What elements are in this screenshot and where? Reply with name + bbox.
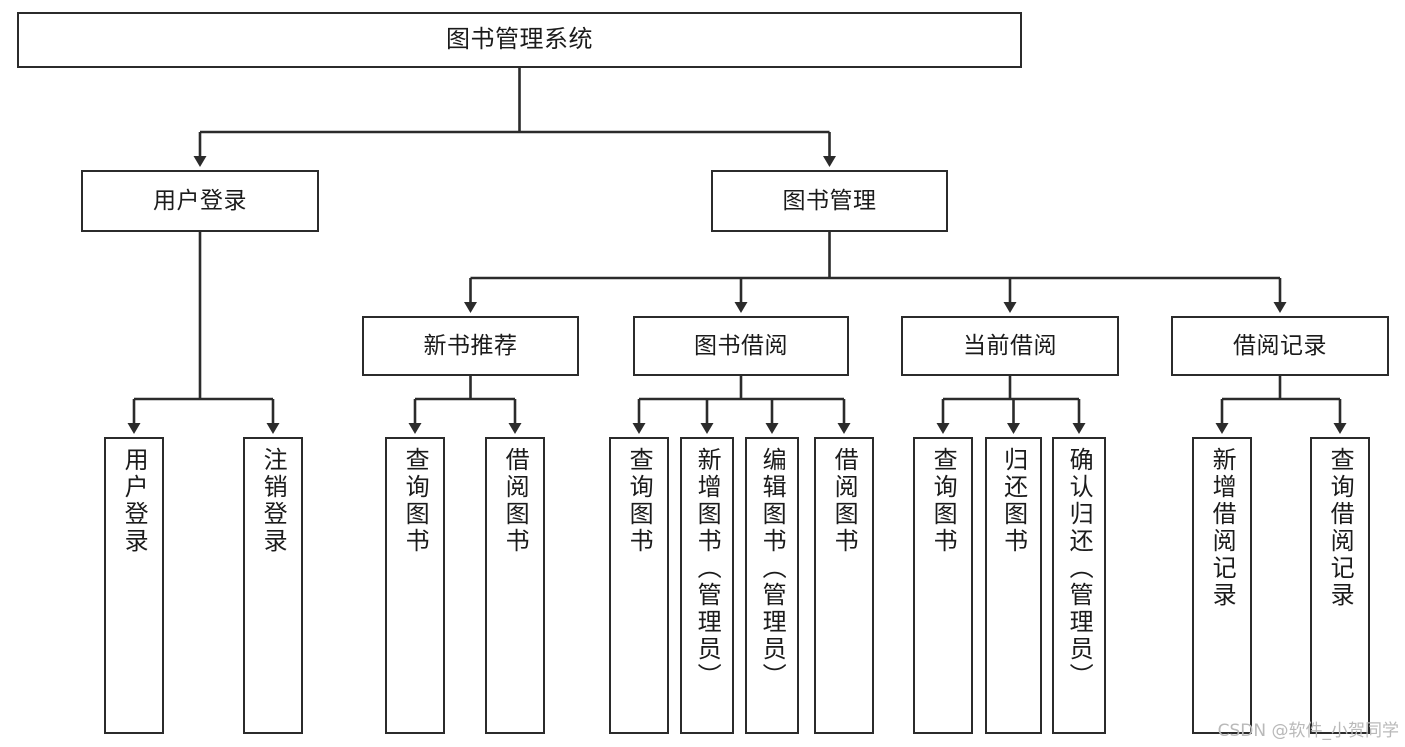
leaf-add-book-admin[interactable]: 新增图书（管理员） xyxy=(680,437,734,734)
node-book-management[interactable]: 图书管理 xyxy=(711,170,948,232)
leaf-query-book-recommend[interactable]: 查询图书 xyxy=(385,437,445,734)
leaf-confirm-return-admin[interactable]: 确认归还（管理员） xyxy=(1052,437,1106,734)
node-label: 确认归还（管理员） xyxy=(1065,447,1094,690)
leaf-query-borrow-record[interactable]: 查询借阅记录 xyxy=(1310,437,1370,734)
node-borrow-record[interactable]: 借阅记录 xyxy=(1171,316,1389,376)
leaf-add-borrow-record[interactable]: 新增借阅记录 xyxy=(1192,437,1252,734)
leaf-edit-book-admin[interactable]: 编辑图书（管理员） xyxy=(745,437,799,734)
leaf-logout[interactable]: 注销登录 xyxy=(243,437,303,734)
node-label: 查询图书 xyxy=(625,447,654,555)
node-label: 查询图书 xyxy=(401,447,430,555)
node-label: 查询图书 xyxy=(929,447,958,555)
leaf-borrow-book[interactable]: 借阅图书 xyxy=(814,437,874,734)
node-label: 借阅记录 xyxy=(1233,332,1327,359)
node-label: 新书推荐 xyxy=(423,332,518,359)
leaf-query-book-borrow[interactable]: 查询图书 xyxy=(609,437,669,734)
watermark-text: CSDN @软件_小贺同学 xyxy=(1217,721,1399,741)
node-label: 新增借阅记录 xyxy=(1208,447,1237,609)
node-label: 归还图书 xyxy=(999,447,1028,555)
node-new-book-recommend[interactable]: 新书推荐 xyxy=(362,316,579,376)
node-label: 图书借阅 xyxy=(694,332,788,359)
node-label: 用户登录 xyxy=(120,447,149,555)
node-label: 图书管理 xyxy=(782,187,877,214)
node-label: 查询借阅记录 xyxy=(1326,447,1355,609)
node-label: 当前借阅 xyxy=(963,332,1057,359)
leaf-query-book-current[interactable]: 查询图书 xyxy=(913,437,973,734)
leaf-return-book[interactable]: 归还图书 xyxy=(985,437,1042,734)
node-label: 用户登录 xyxy=(153,187,247,214)
node-label: 图书管理系统 xyxy=(446,25,593,54)
node-label: 新增图书（管理员） xyxy=(693,447,722,690)
node-label: 编辑图书（管理员） xyxy=(758,447,787,690)
node-label: 借阅图书 xyxy=(830,447,859,555)
node-label: 借阅图书 xyxy=(501,447,530,555)
node-current-borrow[interactable]: 当前借阅 xyxy=(901,316,1119,376)
node-book-borrow[interactable]: 图书借阅 xyxy=(633,316,849,376)
node-user-login[interactable]: 用户登录 xyxy=(81,170,319,232)
leaf-borrow-book-recommend[interactable]: 借阅图书 xyxy=(485,437,545,734)
leaf-user-login[interactable]: 用户登录 xyxy=(104,437,164,734)
node-label: 注销登录 xyxy=(259,447,288,555)
node-root[interactable]: 图书管理系统 xyxy=(17,12,1022,68)
